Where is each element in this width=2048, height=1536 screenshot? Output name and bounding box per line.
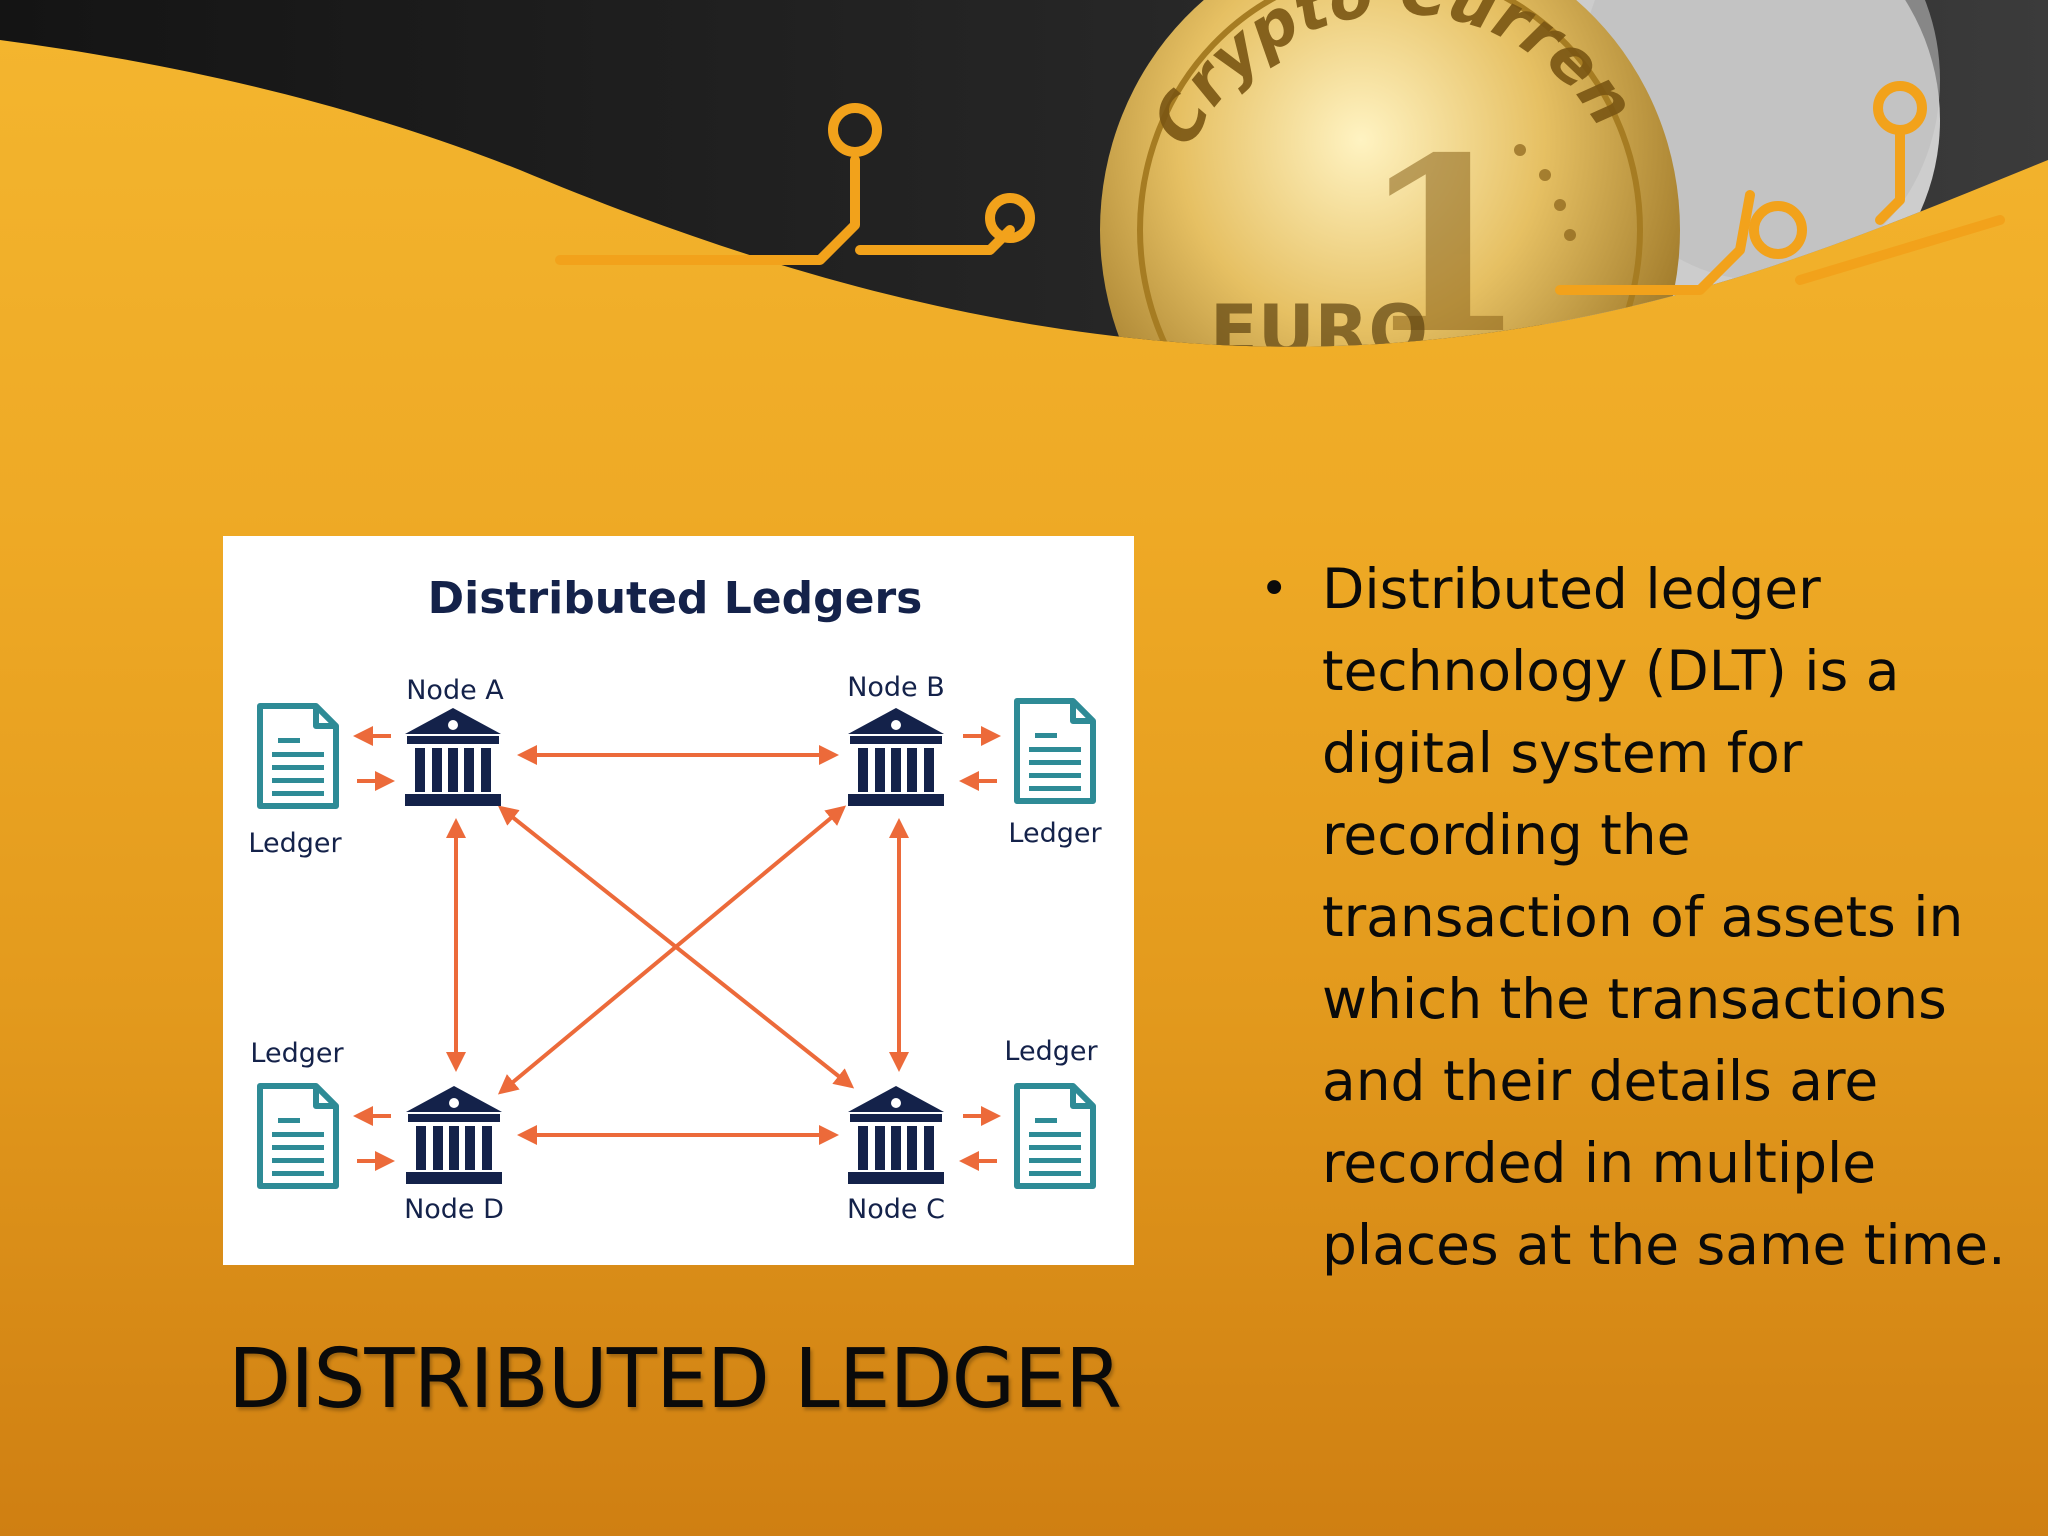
header-banner: Crypto Currency 1 EURO [0, 0, 2048, 420]
coin-denomination: EURO [1210, 290, 1428, 372]
bullet-marker: • [1260, 561, 1289, 617]
slide-caption: DISTRIBUTED LEDGER [228, 1332, 1122, 1427]
diagram-title: Distributed Ledgers [428, 573, 923, 624]
node-b: Node B [847, 672, 945, 806]
bullet-list: • Distributed ledger technology (DLT) is… [1250, 548, 2010, 1286]
distributed-ledgers-diagram: Distributed Ledgers [223, 536, 1134, 1265]
node-a: Node A [405, 675, 504, 806]
document-icon [260, 706, 336, 806]
coin-value: 1 [1360, 105, 1527, 387]
ledger-c: Ledger [1004, 1036, 1098, 1186]
ledger-d: Ledger [250, 1038, 344, 1186]
node-d: Node D [404, 1086, 504, 1225]
document-icon [260, 1086, 336, 1186]
node-b-label: Node B [847, 672, 945, 703]
bullet-item: • Distributed ledger technology (DLT) is… [1250, 548, 2010, 1286]
ledger-a-label: Ledger [248, 828, 342, 859]
ledger-a: Ledger [248, 706, 342, 859]
node-d-label: Node D [404, 1194, 504, 1225]
document-icon [1017, 701, 1093, 801]
arrow-b-d [497, 805, 847, 1095]
ledger-b: Ledger [1008, 701, 1102, 849]
document-icon [1017, 1086, 1093, 1186]
bank-icon [405, 708, 501, 806]
bank-icon [406, 1086, 502, 1184]
node-c-label: Node C [847, 1194, 945, 1225]
node-a-label: Node A [406, 675, 504, 706]
ledger-d-label: Ledger [250, 1038, 344, 1069]
circuit-traces-icon [555, 81, 2005, 295]
ledger-b-label: Ledger [1008, 818, 1102, 849]
ledger-c-label: Ledger [1004, 1036, 1098, 1067]
bullet-text: Distributed ledger technology (DLT) is a… [1322, 557, 2006, 1277]
bank-icon [848, 1086, 944, 1184]
bank-icon [848, 708, 944, 806]
node-c: Node C [847, 1086, 945, 1225]
